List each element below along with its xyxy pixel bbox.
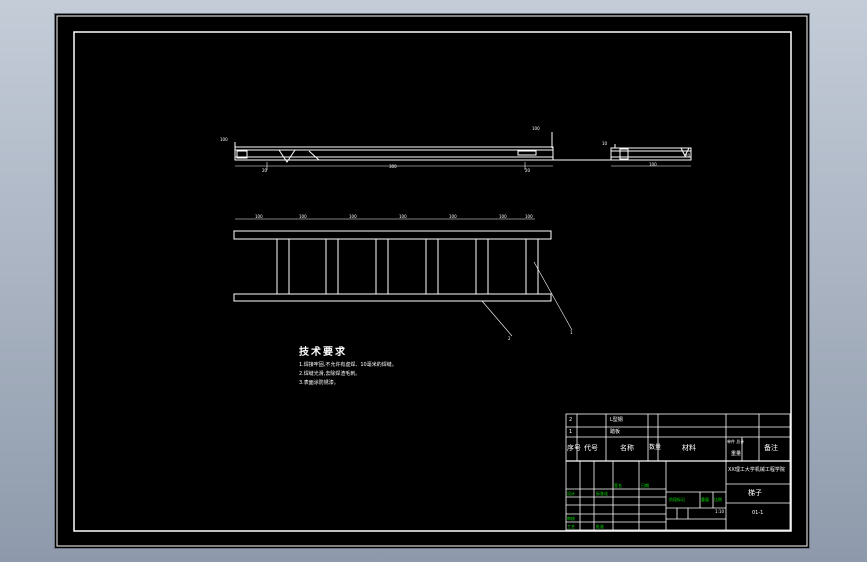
- ladder-view: [233, 218, 573, 337]
- dim-label: 100: [255, 214, 263, 219]
- ladder-dims: 100 100 100 100 100 100 100 2 1: [255, 214, 573, 341]
- label-approve: 批准: [596, 524, 604, 529]
- label-standard: 标准化: [596, 491, 608, 496]
- school-name: XX理工大学机械工程学院: [728, 467, 785, 473]
- header-weight: 单件 总计: [727, 439, 745, 444]
- dim-label: 300: [389, 164, 397, 169]
- dim-label: 100: [349, 214, 357, 219]
- dim-label: 20: [685, 153, 691, 158]
- dim-label: 100: [532, 126, 540, 131]
- dim-label: 10: [602, 141, 608, 146]
- note-line: 2.焊缝光滑,去除焊渣毛刺。: [299, 371, 361, 377]
- part-balloon: 1: [570, 330, 573, 335]
- label-scale: 比例: [714, 497, 722, 502]
- part-balloon: 2: [508, 336, 511, 341]
- parts-row-no: 1: [569, 429, 573, 435]
- dim-label: 20: [262, 168, 268, 173]
- header-material: 材料: [682, 444, 696, 452]
- scale-value: 1:10: [715, 509, 724, 514]
- cad-drawing: 100 20 300 20 100 10 100 20: [56, 15, 808, 547]
- outer-frame: [56, 15, 808, 547]
- label-design: 设计: [567, 491, 575, 496]
- parts-row-name: 踏板: [610, 429, 621, 435]
- label-date: 日期: [641, 483, 649, 488]
- top-view: [234, 132, 692, 170]
- dim-label: 100: [649, 162, 657, 167]
- header-weight-sub: 重量: [731, 451, 742, 457]
- ladder-rungs: [276, 238, 539, 295]
- dim-label: 20: [525, 168, 531, 173]
- dim-label: 100: [299, 214, 307, 219]
- dim-label: 100: [499, 214, 507, 219]
- dim-label: 100: [449, 214, 457, 219]
- drawing-number: 01-1: [752, 510, 764, 516]
- dim-label: 100: [525, 214, 533, 219]
- label-sign: 签名: [614, 483, 622, 488]
- notes-title: 技术要求: [299, 347, 347, 358]
- inner-frame: [73, 31, 792, 532]
- drawing-name: 梯子: [748, 489, 762, 497]
- header-qty: 数量: [649, 444, 662, 451]
- header-no: 序号: [567, 444, 581, 452]
- label-weight: 重量: [701, 497, 709, 502]
- label-process: 工艺: [567, 524, 575, 529]
- title-block-lines: [565, 413, 791, 531]
- parts-row-no: 2: [569, 417, 573, 423]
- dim-label: 100: [220, 137, 228, 142]
- header-code: 代号: [584, 444, 598, 452]
- header-name: 名称: [620, 444, 634, 452]
- note-line: 3.表面涂防锈漆。: [299, 380, 339, 386]
- label-stage: 阶段标记: [669, 497, 685, 502]
- drawing-sheet: 100 20 300 20 100 10 100 20: [55, 14, 809, 548]
- header-note: 备注: [764, 444, 778, 452]
- label-check: 审核: [567, 516, 575, 521]
- note-line: 1.焊接牢固,不允许有虚焊、10毫米的焊缝。: [299, 362, 397, 368]
- parts-row-name: L型钢: [610, 417, 623, 423]
- dim-label: 100: [399, 214, 407, 219]
- top-view-dims: 100 20 300 20 100 10 100 20: [220, 126, 691, 173]
